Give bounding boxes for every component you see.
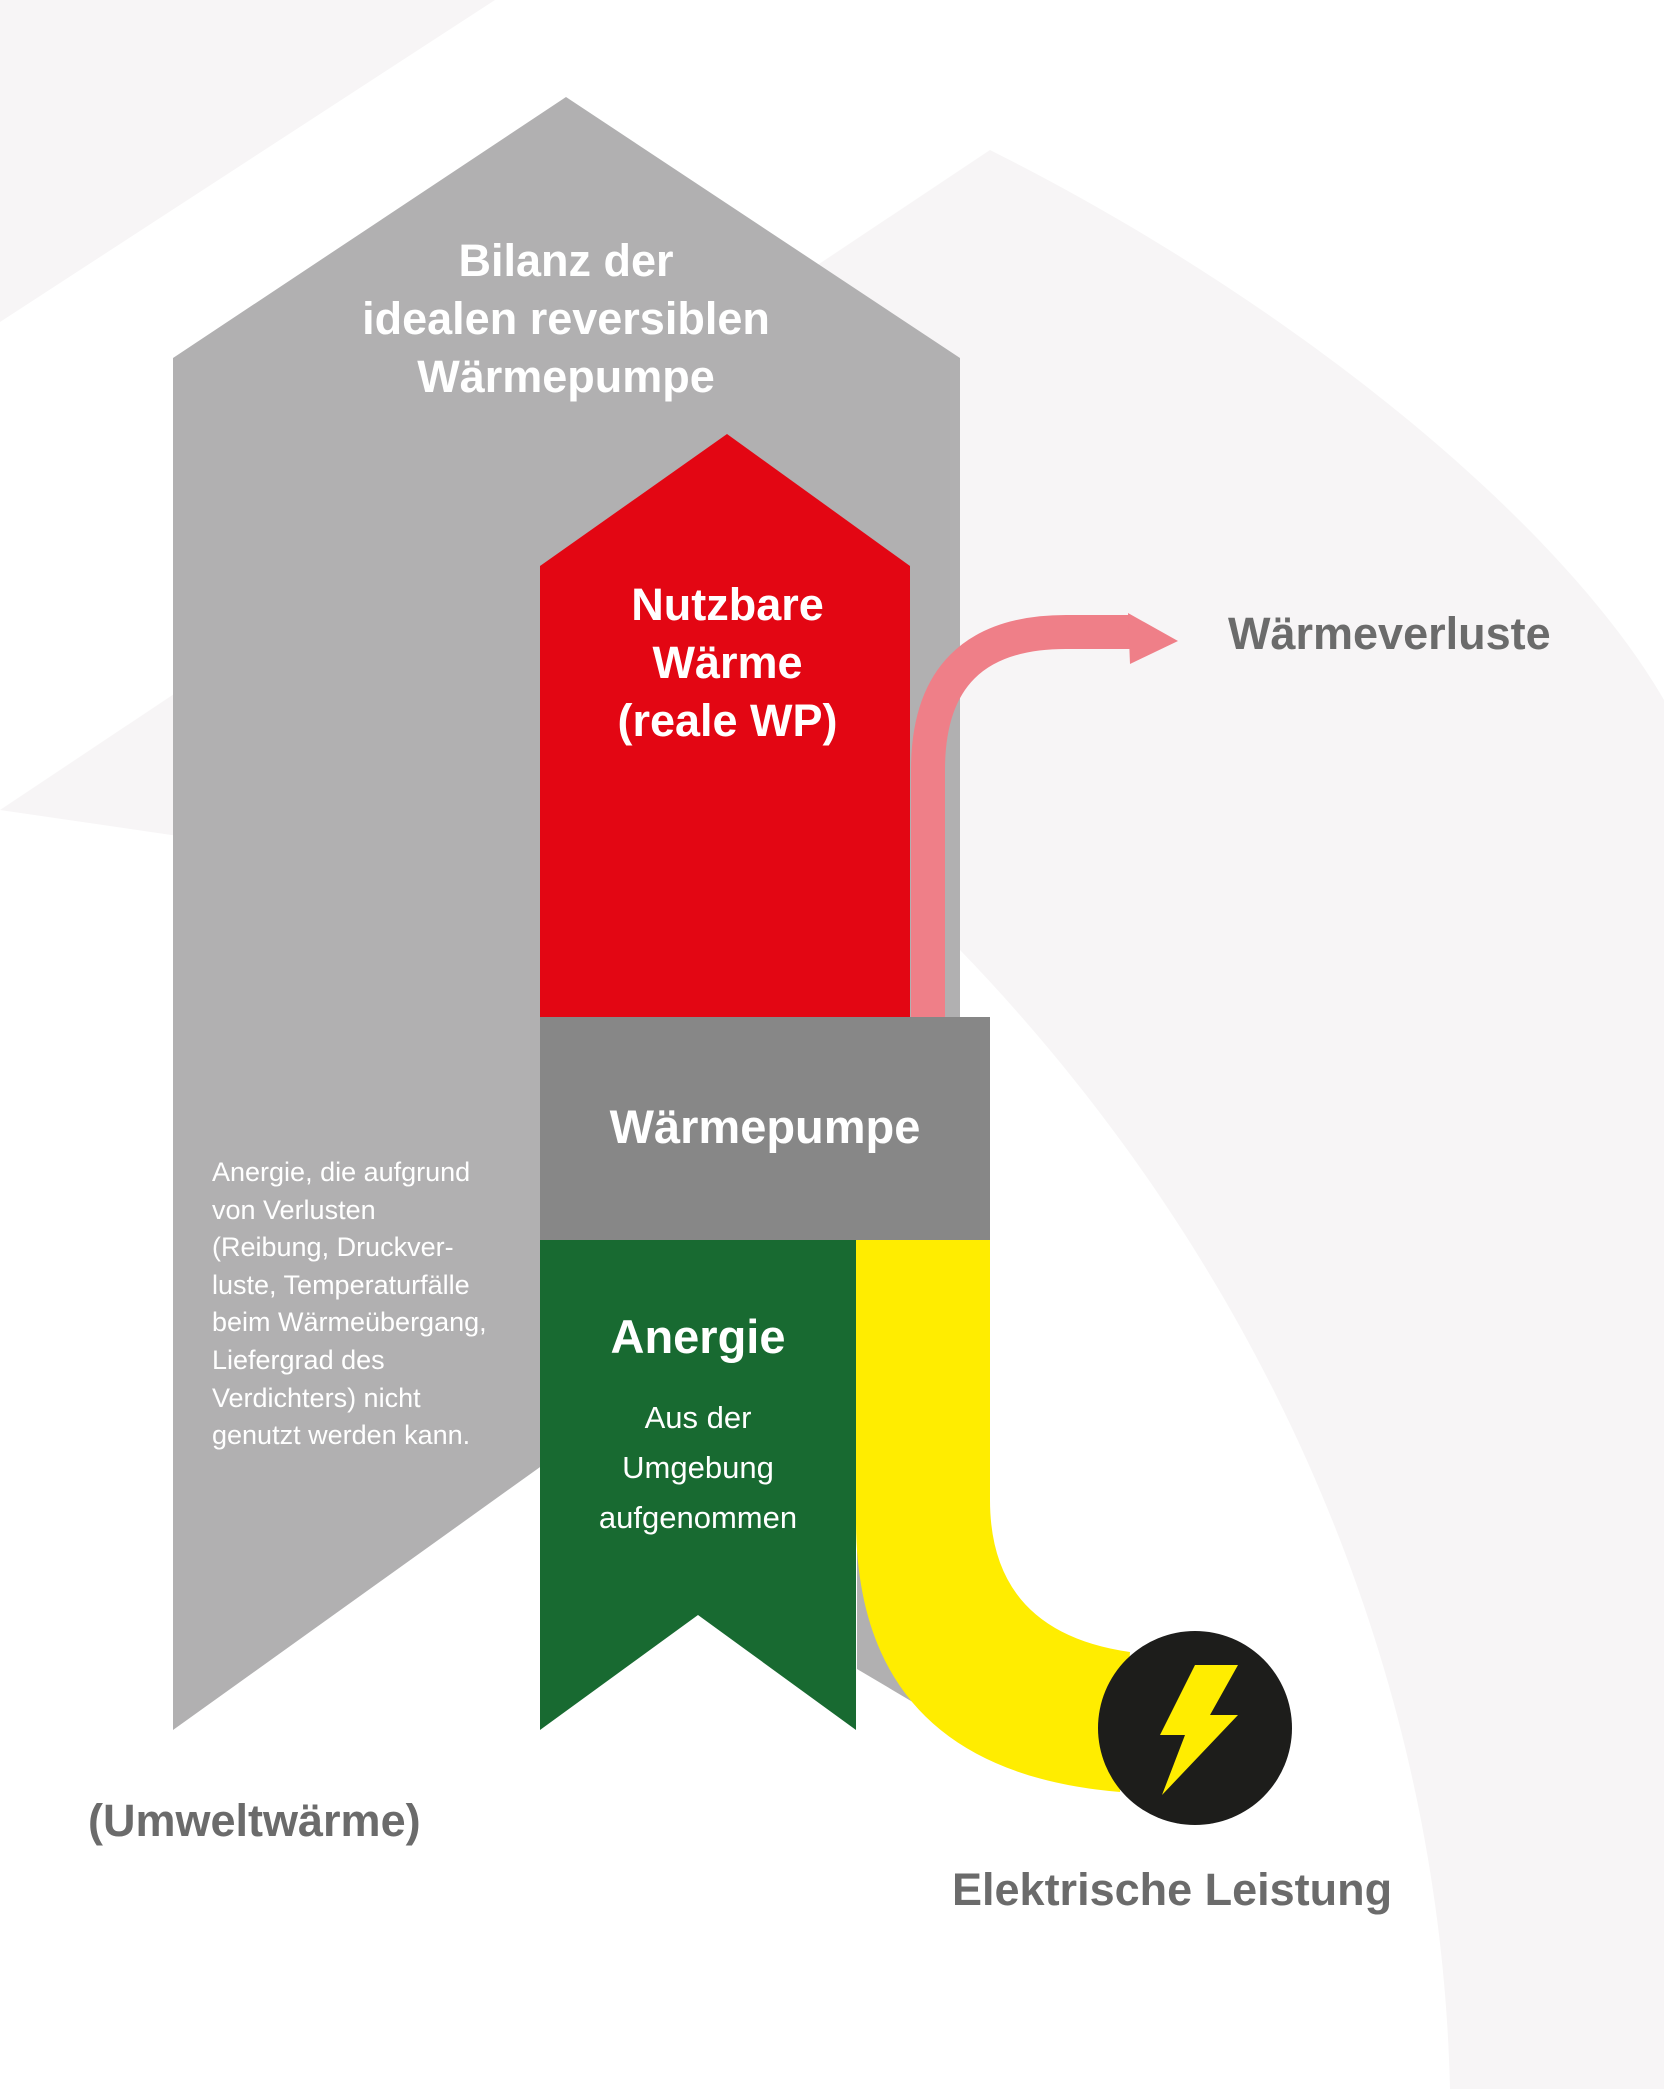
title-line: Bilanz der	[458, 235, 674, 286]
useful-heat-line: Nutzbare	[631, 579, 824, 630]
losses-note-line: (Reibung, Druckver-	[212, 1232, 454, 1263]
losses-note-line: Anergie, die aufgrund	[212, 1157, 471, 1187]
anergy-description-line: aufgenommen	[598, 1500, 798, 1535]
losses-note-line: Liefergrad des	[212, 1344, 385, 1375]
losses-note-line: beim Wärmeübergang,	[212, 1307, 487, 1338]
heat-losses-arrowhead	[1128, 613, 1178, 664]
heat-pump-box	[540, 1017, 990, 1240]
losses-note-line: Verdichters) nicht	[212, 1382, 421, 1413]
electric-power-label: Elektrische Leistung	[952, 1864, 1393, 1915]
losses-note-line: luste, Temperaturfälle	[212, 1269, 470, 1300]
losses-note-line: genutzt werden kann.	[212, 1420, 471, 1451]
useful-heat-line: Wärme	[652, 637, 803, 688]
anergy-label: Anergie	[610, 1310, 786, 1363]
ambient-heat-label: (Umweltwärme)	[88, 1795, 421, 1846]
anergy-description-line: Aus der	[644, 1400, 752, 1435]
title-line: Wärmepumpe	[417, 351, 715, 402]
losses-note-line: von Verlusten	[212, 1194, 376, 1225]
anergy-arrow	[540, 1240, 856, 1730]
diagram-title: Bilanz der idealen reversiblen Wärmepump…	[170, 232, 962, 406]
anergy-description: Aus der Umgebung aufgenommen	[540, 1393, 856, 1543]
title-line: idealen reversiblen	[362, 293, 770, 344]
anergy-description-line: Umgebung	[622, 1450, 774, 1485]
useful-heat-arrow	[540, 434, 910, 1020]
useful-heat-line: (reale WP)	[617, 695, 838, 746]
lightning-bolt-icon	[1160, 1665, 1238, 1795]
electric-power-flow	[856, 1240, 1130, 1792]
heat-losses-flow	[911, 615, 1130, 1020]
losses-note: Anergie, die aufgrund von Verlusten (Rei…	[212, 1154, 532, 1455]
heat-losses-label: Wärmeverluste	[1228, 608, 1551, 659]
useful-heat-label: Nutzbare Wärme (reale WP)	[540, 576, 915, 750]
heat-pump-label: Wärmepumpe	[609, 1100, 921, 1153]
